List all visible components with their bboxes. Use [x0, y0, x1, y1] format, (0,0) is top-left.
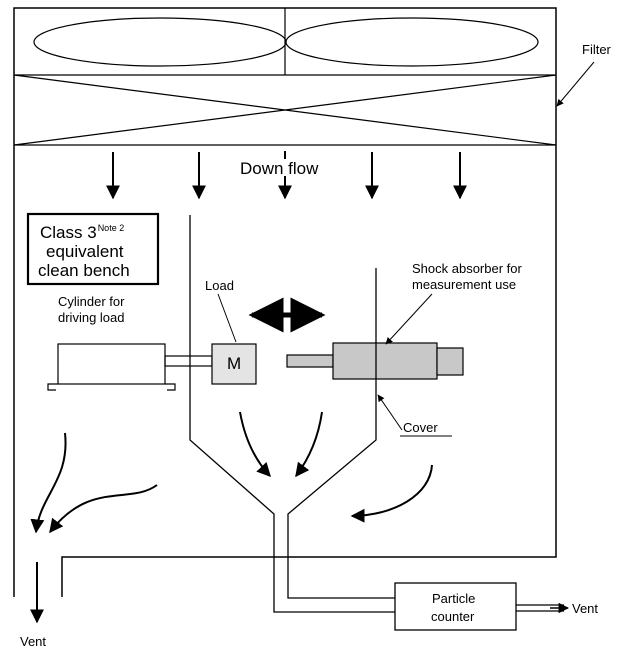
motor-block [211, 343, 257, 385]
cover [189, 215, 395, 613]
filter [13, 74, 557, 146]
class-line2: equivalent [46, 242, 124, 261]
flow-left-middle [49, 484, 158, 534]
vent-bottom-label: Vent [20, 634, 46, 649]
class-box [26, 212, 160, 286]
vent-right-label: Vent [572, 601, 598, 616]
fan-blade-right [285, 17, 539, 67]
cabinet [13, 7, 557, 597]
particle-label-1: Particle [432, 591, 475, 606]
class-label: Class 3Note 2 [40, 223, 124, 242]
filter-leader [556, 61, 595, 107]
shock-absorber [286, 342, 464, 380]
flow-right [350, 464, 433, 523]
cylinder-label-2: driving load [58, 310, 125, 325]
flow-left-top [30, 432, 67, 534]
down-flow-label: Down flow [240, 159, 319, 178]
flow-funnel-left [239, 411, 271, 478]
cylinder-rod [164, 355, 213, 367]
curved-flow-arrows [30, 411, 433, 534]
class-line3: clean bench [38, 261, 130, 280]
cover-label: Cover [403, 420, 438, 435]
fan-blade-left [33, 17, 287, 67]
fan-unit [14, 8, 556, 76]
cover-leader [377, 394, 403, 431]
cylinder [47, 343, 213, 391]
particle-counter [394, 582, 517, 631]
right-vent-arrow [516, 602, 570, 614]
cylinder-label-1: Cylinder for [58, 294, 125, 309]
shock-leader [385, 293, 433, 345]
down-flow-arrows [106, 152, 467, 200]
shock-label-1: Shock absorber for [412, 261, 523, 276]
shock-label-2: measurement use [412, 277, 516, 292]
filter-label: Filter [582, 42, 612, 57]
particle-label-2: counter [431, 609, 475, 624]
load-leader [217, 293, 237, 343]
flow-funnel-right [295, 411, 323, 478]
load-label: Load [205, 278, 234, 293]
motor-label: M [227, 354, 241, 373]
